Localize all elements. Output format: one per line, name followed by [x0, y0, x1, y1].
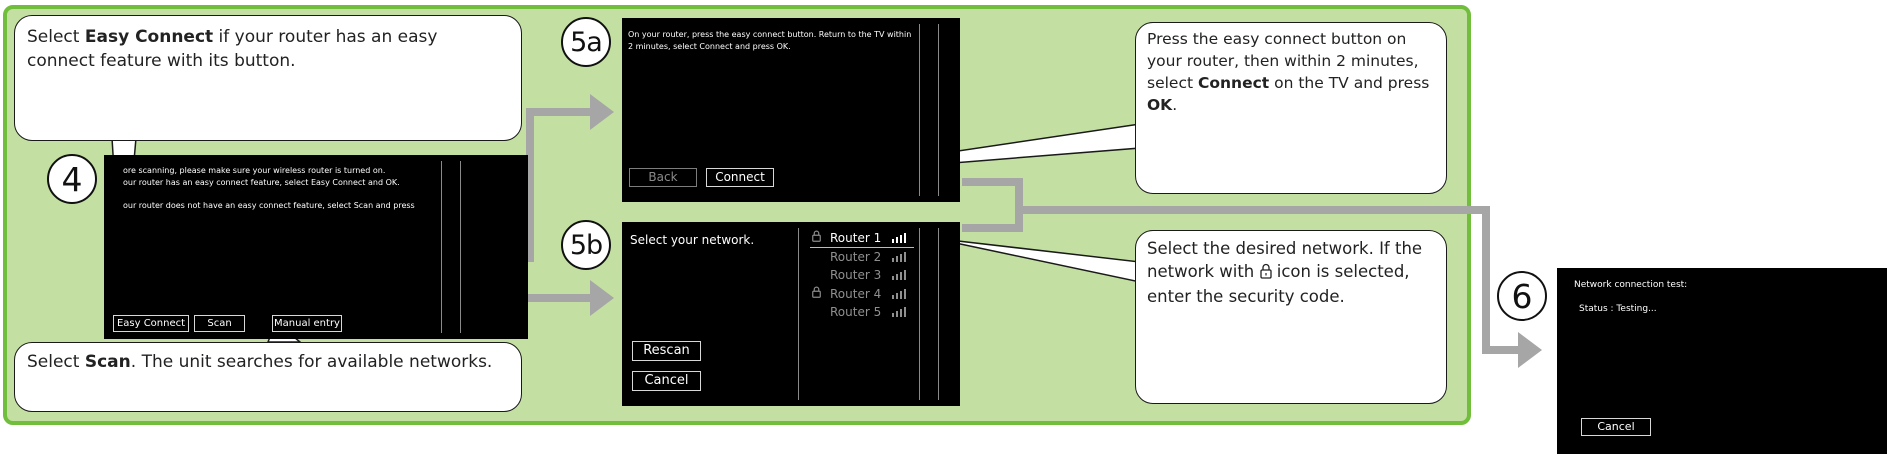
screen-divider [441, 161, 442, 333]
rescan-button[interactable]: Rescan [632, 341, 701, 361]
router-row[interactable]: Router 5 [810, 304, 914, 322]
screen-divider [919, 24, 920, 196]
callout-text: Select [27, 27, 85, 47]
signal-strength-icon [892, 307, 914, 317]
router-row[interactable]: Router 2 [810, 249, 914, 267]
callout-bold: OK [1147, 96, 1173, 114]
callout-text: Select the desired network. If the netwo… [1147, 239, 1423, 281]
callout-select-network: Select the desired network. If the netwo… [1135, 230, 1447, 404]
router-row[interactable]: Router 4 [810, 286, 914, 304]
signal-strength-icon [892, 251, 914, 262]
step5a-screen: On your router, press the easy connect b… [622, 18, 960, 202]
cancel-test-button[interactable]: Cancel [1581, 418, 1651, 436]
step4-text-line2: our router has an easy connect feature, … [123, 178, 400, 187]
lock-icon [1259, 262, 1272, 285]
callout-text: . The unit searches for available networ… [130, 352, 493, 372]
callout-text: Press the easy connect button on your ro… [1147, 30, 1419, 92]
callout-bold: Connect [1197, 74, 1270, 92]
router-row[interactable]: Router 3 [810, 267, 914, 285]
router-name: Router 3 [830, 268, 882, 282]
screen-divider [798, 228, 799, 400]
router-name: Router 4 [830, 286, 882, 301]
step-4-badge: 4 [47, 154, 97, 204]
cancel-button[interactable]: Cancel [632, 371, 701, 391]
router-row[interactable]: Router 1 [810, 230, 914, 248]
step4-text-line1: ore scanning, please make sure your wire… [123, 166, 386, 175]
callout-bold: Scan [84, 352, 131, 372]
step4-text-line3: our router does not have an easy connect… [123, 201, 415, 210]
easy-connect-button[interactable]: Easy Connect [113, 315, 189, 332]
screen-divider [460, 161, 461, 333]
callout-bold: Easy Connect [84, 27, 214, 47]
connect-button[interactable]: Connect [706, 168, 774, 187]
connection-status: Status : Testing... [1579, 304, 1657, 314]
step6-screen: Network connection test: Status : Testin… [1557, 268, 1887, 454]
step-5a-badge: 5a [561, 17, 611, 67]
step-6-badge: 6 [1497, 271, 1547, 321]
callout-text: if your router has an easy connect featu… [27, 27, 438, 71]
signal-strength-icon [892, 270, 914, 280]
signal-strength-icon [892, 288, 914, 299]
callout-text: icon is selected, enter the security cod… [1147, 262, 1410, 306]
screen-divider [938, 24, 939, 196]
screen-divider [919, 228, 920, 400]
signal-strength-icon [892, 233, 914, 243]
connection-test-title: Network connection test: [1574, 280, 1688, 290]
router-name: Router 2 [830, 249, 882, 264]
step5a-instruction: On your router, press the easy connect b… [628, 30, 912, 51]
callout-easy-connect: Select Easy Connect if your router has a… [14, 15, 522, 141]
screen-divider [938, 228, 939, 400]
router-name: Router 1 [830, 231, 882, 245]
network-list-title: Select your network. [630, 233, 755, 247]
router-list: Router 1 Router 2 Router 3 Router 4 Router 5 [810, 230, 920, 330]
router-name: Router 5 [830, 305, 882, 319]
manual-entry-button[interactable]: Manual entry [272, 315, 342, 332]
lock-icon [812, 230, 821, 245]
callout-text: on the TV and press [1269, 74, 1430, 92]
callout-text: Select [27, 352, 85, 372]
back-button[interactable]: Back [629, 168, 697, 187]
lock-icon [812, 286, 821, 301]
callout-easy-connect-5a: Press the easy connect button on your ro… [1135, 22, 1447, 194]
step4-screen: ore scanning, please make sure your wire… [104, 155, 528, 339]
step-5b-badge: 5b [561, 220, 611, 270]
scan-button[interactable]: Scan [194, 315, 245, 332]
callout-scan: Select Scan. The unit searches for avail… [14, 342, 522, 412]
callout-text: . [1172, 96, 1178, 114]
